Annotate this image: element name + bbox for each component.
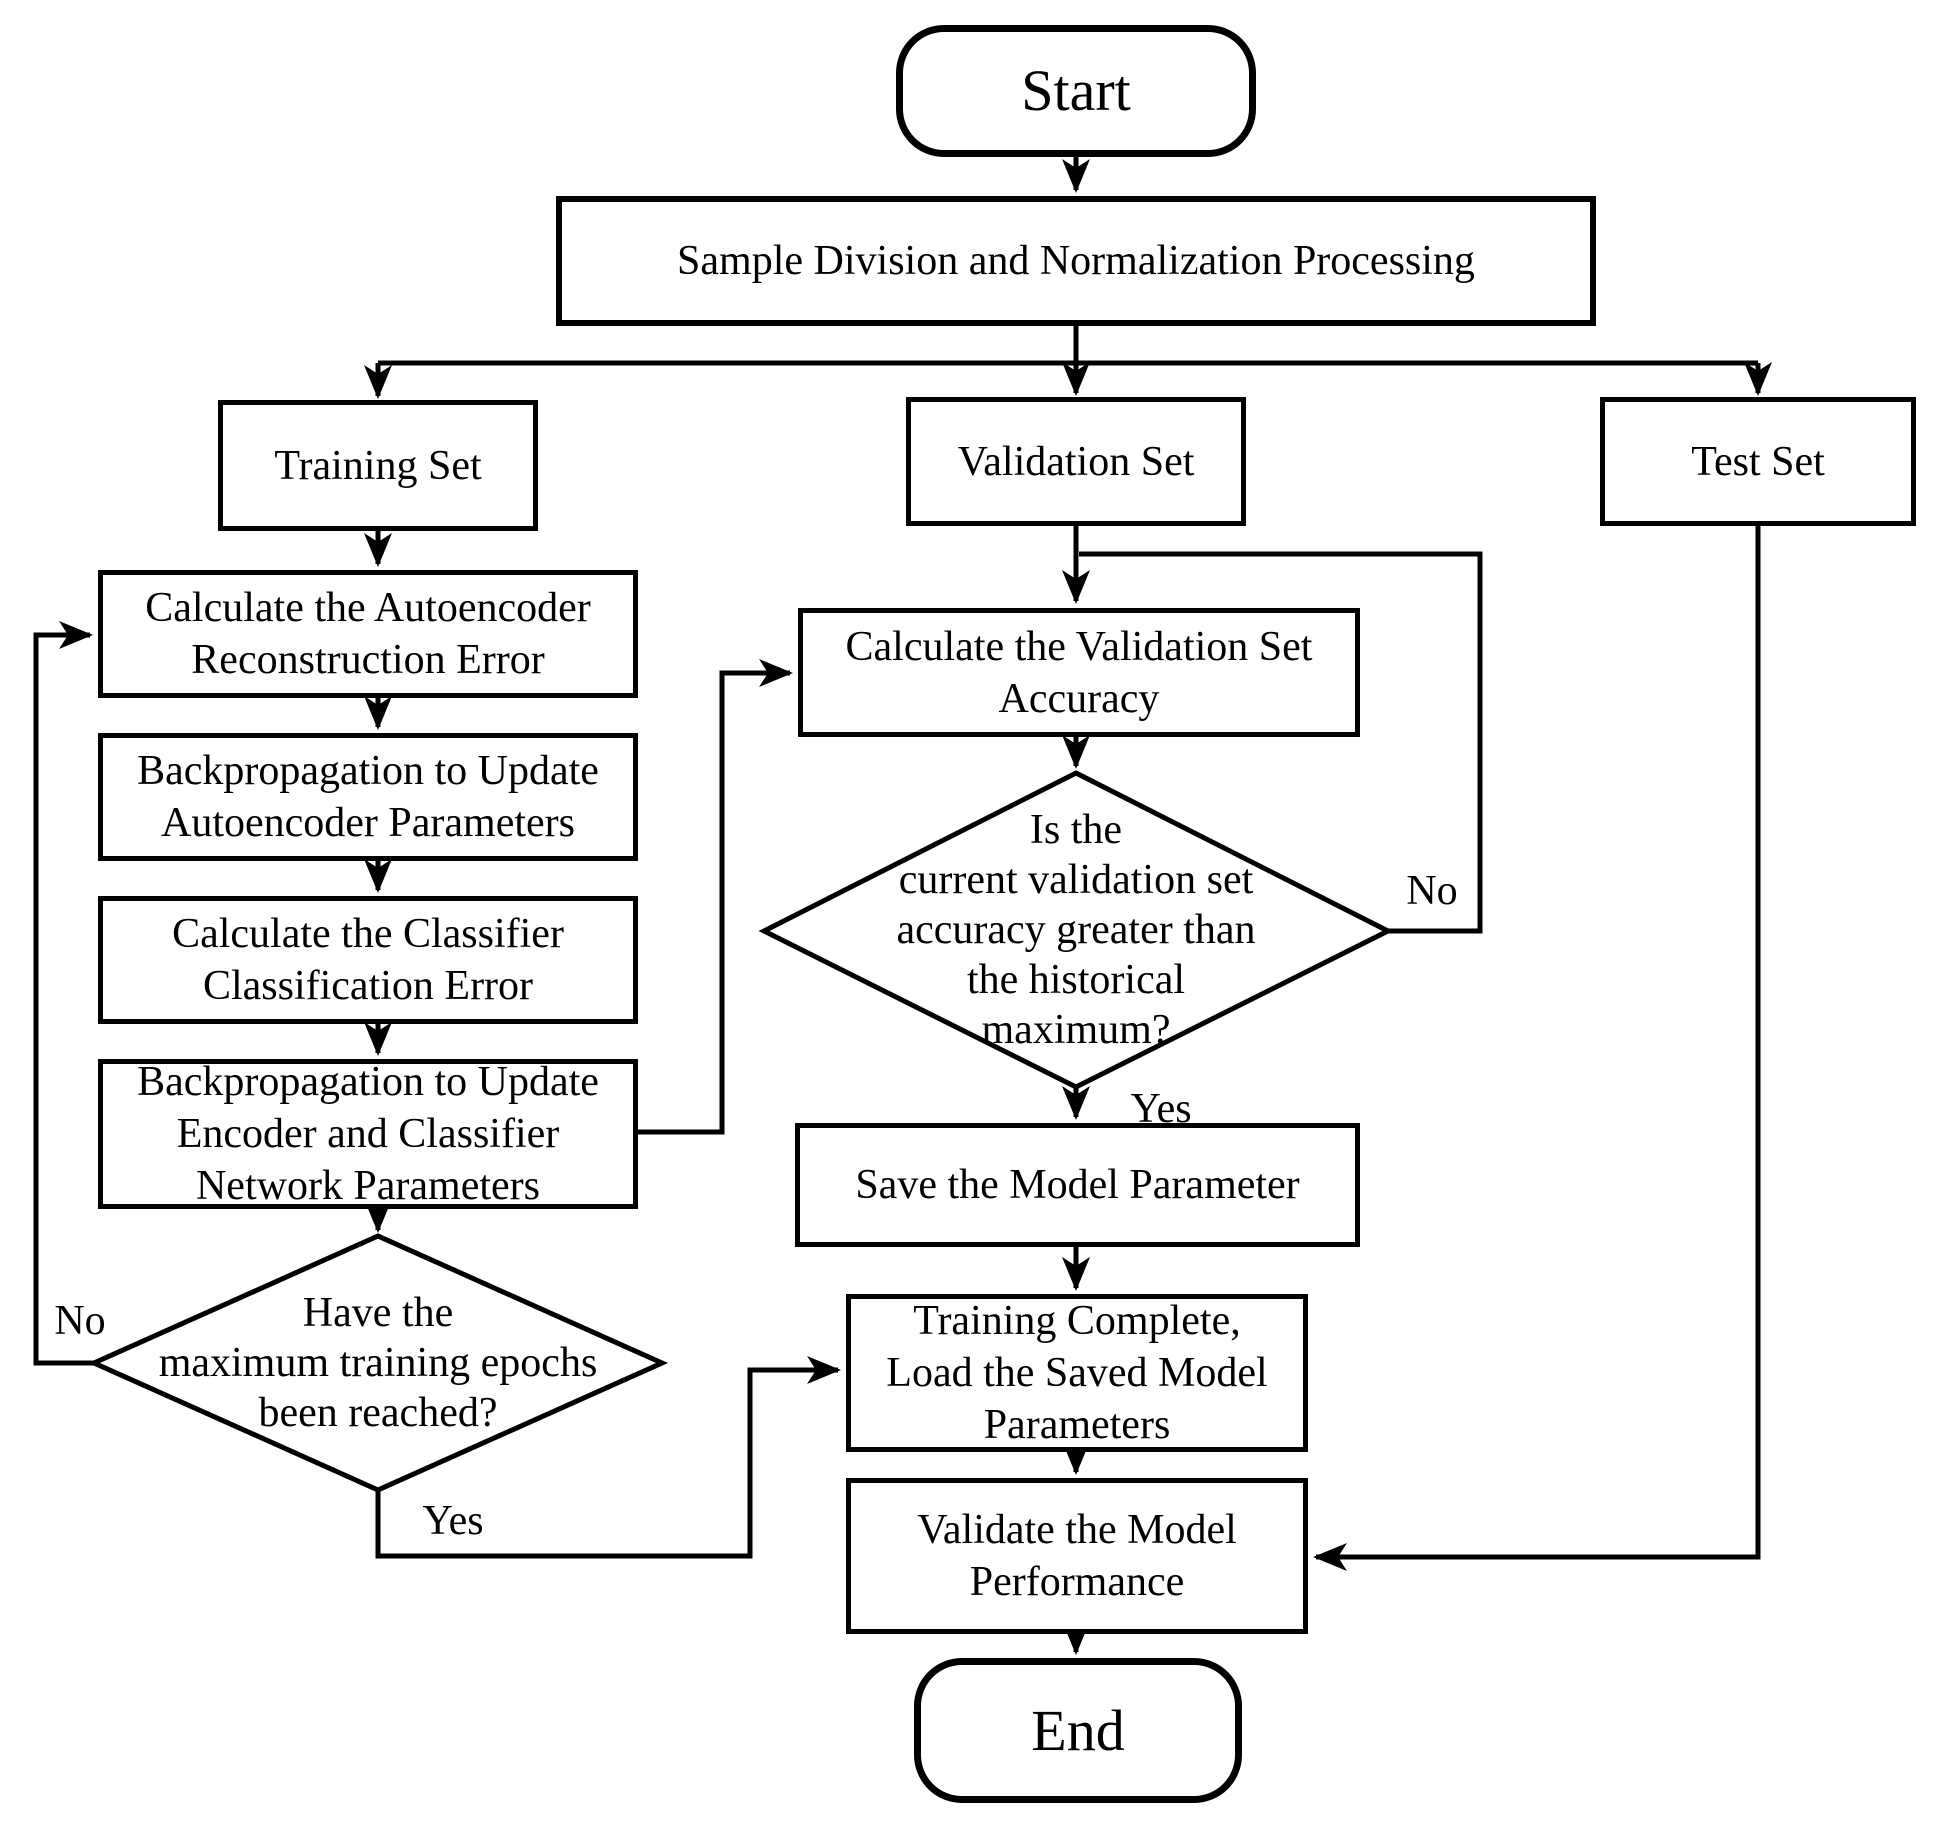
node-calc-validation-accuracy: Calculate the Validation Set Accuracy [798,608,1360,737]
node-max-epochs-decision: Have the maximum training epochs been re… [158,1290,598,1436]
node-sample-division: Sample Division and Normalization Proces… [556,196,1596,326]
node-test-set-label: Test Set [1691,438,1825,485]
edge-accuracy-no-loop [1079,551,1483,934]
node-accuracy-decision: Is the current validation set accuracy g… [896,807,1256,1053]
node-start: Start [896,25,1256,157]
node-test-set: Test Set [1600,397,1916,526]
edge-label-accuracy-yes: Yes [1130,1086,1192,1132]
edge-bpenc-calcval [638,659,793,1135]
edge-label-max-epochs-yes: Yes [422,1498,484,1544]
node-training-complete: Training Complete, Load the Saved Model … [846,1294,1308,1452]
node-validation-set-label: Validation Set [957,438,1195,485]
node-validate-model: Validate the Model Performance [846,1478,1308,1634]
edge-branch-bar [378,326,1758,366]
edge-label-accuracy-no: No [1406,868,1458,914]
edge-label-max-epochs-no: No [54,1298,106,1344]
node-save-model-label: Save the Model Parameter [855,1162,1300,1208]
edge-maxepochs-yes [375,1356,841,1559]
node-save-model: Save the Model Parameter [795,1123,1360,1247]
node-start-label: Start [1021,58,1131,123]
edge-maxepochs-no-loop [33,621,94,1366]
node-end: End [914,1658,1242,1803]
node-backprop-encoder-classifier: Backpropagation to Update Encoder and Cl… [98,1059,638,1209]
edge-testset-validate [1313,526,1761,1571]
decision-diamond-max-epochs [87,1233,669,1493]
node-calc-autoencoder-error: Calculate the Autoencoder Reconstruction… [98,570,638,698]
node-calc-classifier-error: Calculate the Classifier Classification … [98,896,638,1024]
node-backprop-autoencoder: Backpropagation to Update Autoencoder Pa… [98,733,638,861]
node-end-label: End [1031,1697,1125,1763]
node-training-set-label: Training Set [274,442,482,489]
node-validation-set: Validation Set [906,397,1246,526]
decision-diamond-accuracy [758,770,1394,1090]
node-training-set: Training Set [218,400,538,531]
node-sample-division-label: Sample Division and Normalization Proces… [677,238,1475,284]
